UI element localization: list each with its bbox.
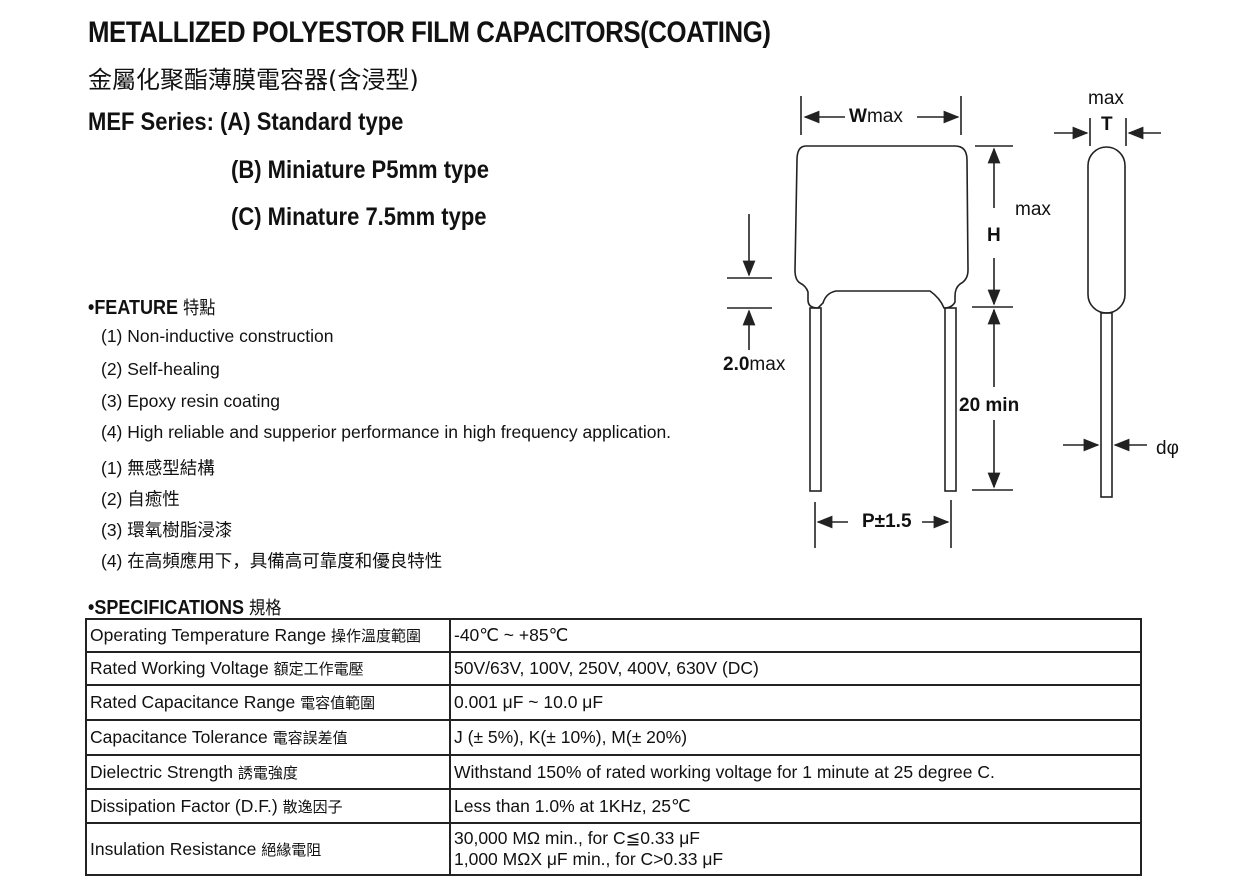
table-row: Dissipation Factor (D.F.) 散逸因子 Less than… (85, 788, 1142, 824)
side-body (1087, 146, 1126, 314)
feature-item: (2) Self-healing (101, 359, 220, 379)
series-c: (C) Minature 7.5mm type (231, 203, 487, 231)
specifications-table: Operating Temperature Range 操作溫度範圍-40℃ ~… (85, 618, 1142, 876)
series-b: (B) Miniature P5mm type (231, 156, 489, 184)
table-cell: J (± 5%), K(± 10%), M(± 20%) (449, 719, 1142, 756)
height-label: H (987, 225, 1001, 246)
table-cell: Rated Capacitance Range 電容值範圍 (85, 684, 451, 721)
right-lead (944, 307, 957, 492)
left-lead (809, 307, 822, 492)
specifications-heading: •SPECIFICATIONS 規格 (88, 597, 282, 619)
series-a-label: (A) Standard type (220, 108, 404, 136)
capacitor-body (794, 145, 969, 309)
table-row: Operating Temperature Range 操作溫度範圍-40℃ ~… (85, 618, 1142, 653)
lead-gap-label: 2.0max (723, 354, 786, 375)
height-max-label: max (1015, 199, 1051, 220)
series-prefix: MEF Series: (88, 108, 214, 136)
feature-heading: •FEATURE 特點 (88, 297, 216, 319)
table-cell: Dielectric Strength 誘電強度 (85, 754, 451, 790)
thickness-label: T (1101, 114, 1113, 135)
document-title: METALLIZED POLYESTOR FILM CAPACITORS(COA… (88, 16, 771, 49)
table-cell: -40℃ ~ +85℃ (449, 618, 1142, 653)
feature-item: (1) 無感型結構 (101, 458, 215, 478)
thickness-max-label: max (1088, 88, 1124, 109)
document-subtitle: 金屬化聚酯薄膜電容器(含浸型) (88, 66, 419, 94)
series-a: MEF Series: (A) Standard type (88, 108, 403, 137)
feature-item: (2) 自癒性 (101, 489, 180, 509)
lead-diameter-label: dφ (1156, 438, 1179, 459)
table-cell: Operating Temperature Range 操作溫度範圍 (85, 618, 451, 653)
table-cell: Capacitance Tolerance 電容誤差值 (85, 719, 451, 756)
width-label: Wmax (849, 106, 903, 127)
table-cell: 50V/63V, 100V, 250V, 400V, 630V (DC) (449, 651, 1142, 686)
feature-item: (4) 在高頻應用下，具備高可靠度和優良特性 (101, 551, 443, 571)
table-row: Dielectric Strength 誘電強度 Withstand 150% … (85, 754, 1142, 790)
table-cell: Rated Working Voltage 額定工作電壓 (85, 651, 451, 686)
feature-item: (3) 環氧樹脂浸漆 (101, 520, 233, 540)
table-cell: Withstand 150% of rated working voltage … (449, 754, 1142, 790)
table-cell: 0.001 μF ~ 10.0 μF (449, 684, 1142, 721)
pitch-label: P±1.5 (862, 511, 912, 532)
table-cell: Dissipation Factor (D.F.) 散逸因子 (85, 788, 451, 824)
feature-item: (1) Non-inductive construction (101, 326, 334, 346)
table-cell: Less than 1.0% at 1KHz, 25℃ (449, 788, 1142, 824)
side-lead (1100, 312, 1113, 498)
feature-item: (3) Epoxy resin coating (101, 391, 280, 411)
table-row: Capacitance Tolerance 電容誤差值 J (± 5%), K(… (85, 719, 1142, 756)
feature-item: (4) High reliable and supperior performa… (101, 422, 672, 442)
table-cell: Insulation Resistance 絕緣電阻 (85, 822, 451, 876)
lead-length-label: 20 min (959, 395, 1020, 416)
